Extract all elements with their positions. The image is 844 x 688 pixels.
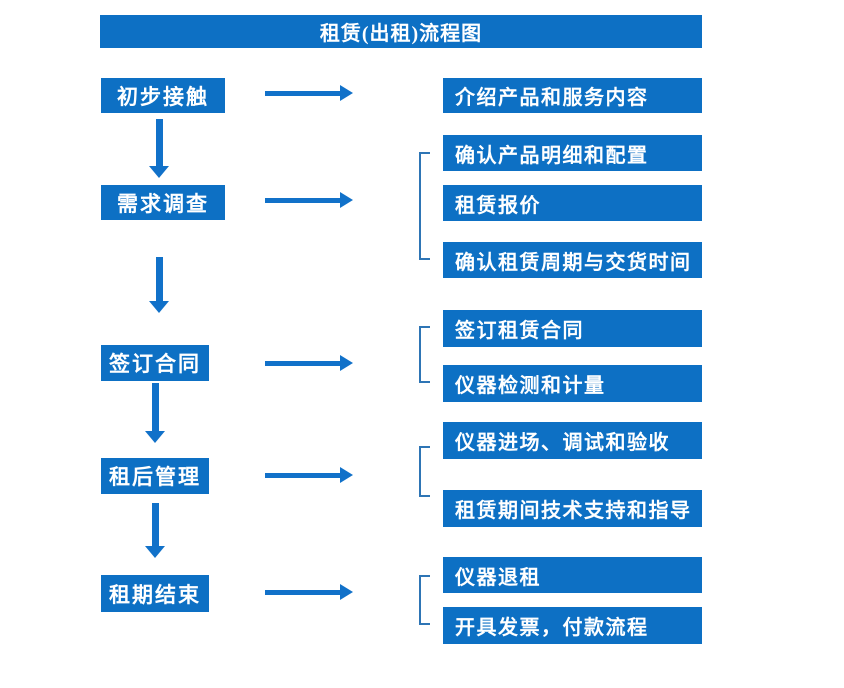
detail-box-tech-support: 租赁期间技术支持和指导 bbox=[443, 490, 702, 527]
detail-box-intro-products: 介绍产品和服务内容 bbox=[443, 78, 702, 113]
right-arrow-shaft bbox=[265, 197, 340, 203]
right-arrow bbox=[265, 192, 353, 208]
detail-box-invoice-payment: 开具发票，付款流程 bbox=[443, 607, 702, 644]
down-arrow bbox=[144, 383, 166, 443]
right-arrow bbox=[265, 467, 353, 483]
right-arrow-head-icon bbox=[340, 85, 353, 101]
group-bracket bbox=[419, 575, 430, 625]
right-arrow-head-icon bbox=[340, 467, 353, 483]
right-arrow bbox=[265, 85, 353, 101]
down-arrow-head-icon bbox=[145, 431, 165, 443]
right-arrow-head-icon bbox=[340, 355, 353, 371]
step-box-rental-end: 租期结束 bbox=[101, 575, 209, 612]
down-arrow-head-icon bbox=[145, 546, 165, 558]
down-arrow bbox=[148, 119, 170, 178]
flowchart-title: 租赁(出租)流程图 bbox=[100, 15, 702, 48]
detail-box-confirm-config: 确认产品明细和配置 bbox=[443, 135, 702, 171]
down-arrow bbox=[144, 503, 166, 558]
down-arrow bbox=[148, 257, 170, 313]
right-arrow-shaft bbox=[265, 360, 340, 366]
down-arrow-head-icon bbox=[149, 301, 169, 313]
right-arrow-shaft bbox=[265, 589, 340, 595]
right-arrow bbox=[265, 355, 353, 371]
right-arrow-head-icon bbox=[340, 192, 353, 208]
detail-box-rental-quote: 租赁报价 bbox=[443, 185, 702, 221]
step-box-initial-contact: 初步接触 bbox=[101, 78, 225, 113]
down-arrow-shaft bbox=[155, 119, 163, 166]
detail-box-sign-rental-contract: 签订租赁合同 bbox=[443, 310, 702, 347]
right-arrow-shaft bbox=[265, 472, 340, 478]
group-bracket bbox=[419, 446, 430, 497]
right-arrow-head-icon bbox=[340, 584, 353, 600]
detail-box-confirm-period-delivery: 确认租赁周期与交货时间 bbox=[443, 242, 702, 278]
down-arrow-shaft bbox=[151, 383, 159, 431]
step-box-post-rental-management: 租后管理 bbox=[101, 458, 209, 494]
down-arrow-head-icon bbox=[149, 166, 169, 178]
right-arrow-shaft bbox=[265, 90, 340, 96]
detail-box-instrument-testing: 仪器检测和计量 bbox=[443, 365, 702, 402]
step-box-sign-contract: 签订合同 bbox=[101, 345, 209, 381]
detail-box-instrument-setup-acceptance: 仪器进场、调试和验收 bbox=[443, 422, 702, 459]
group-bracket bbox=[419, 152, 430, 260]
down-arrow-shaft bbox=[151, 503, 159, 546]
down-arrow-shaft bbox=[155, 257, 163, 301]
detail-box-instrument-return: 仪器退租 bbox=[443, 557, 702, 593]
group-bracket bbox=[419, 326, 430, 383]
right-arrow bbox=[265, 584, 353, 600]
step-box-demand-survey: 需求调查 bbox=[101, 185, 225, 220]
